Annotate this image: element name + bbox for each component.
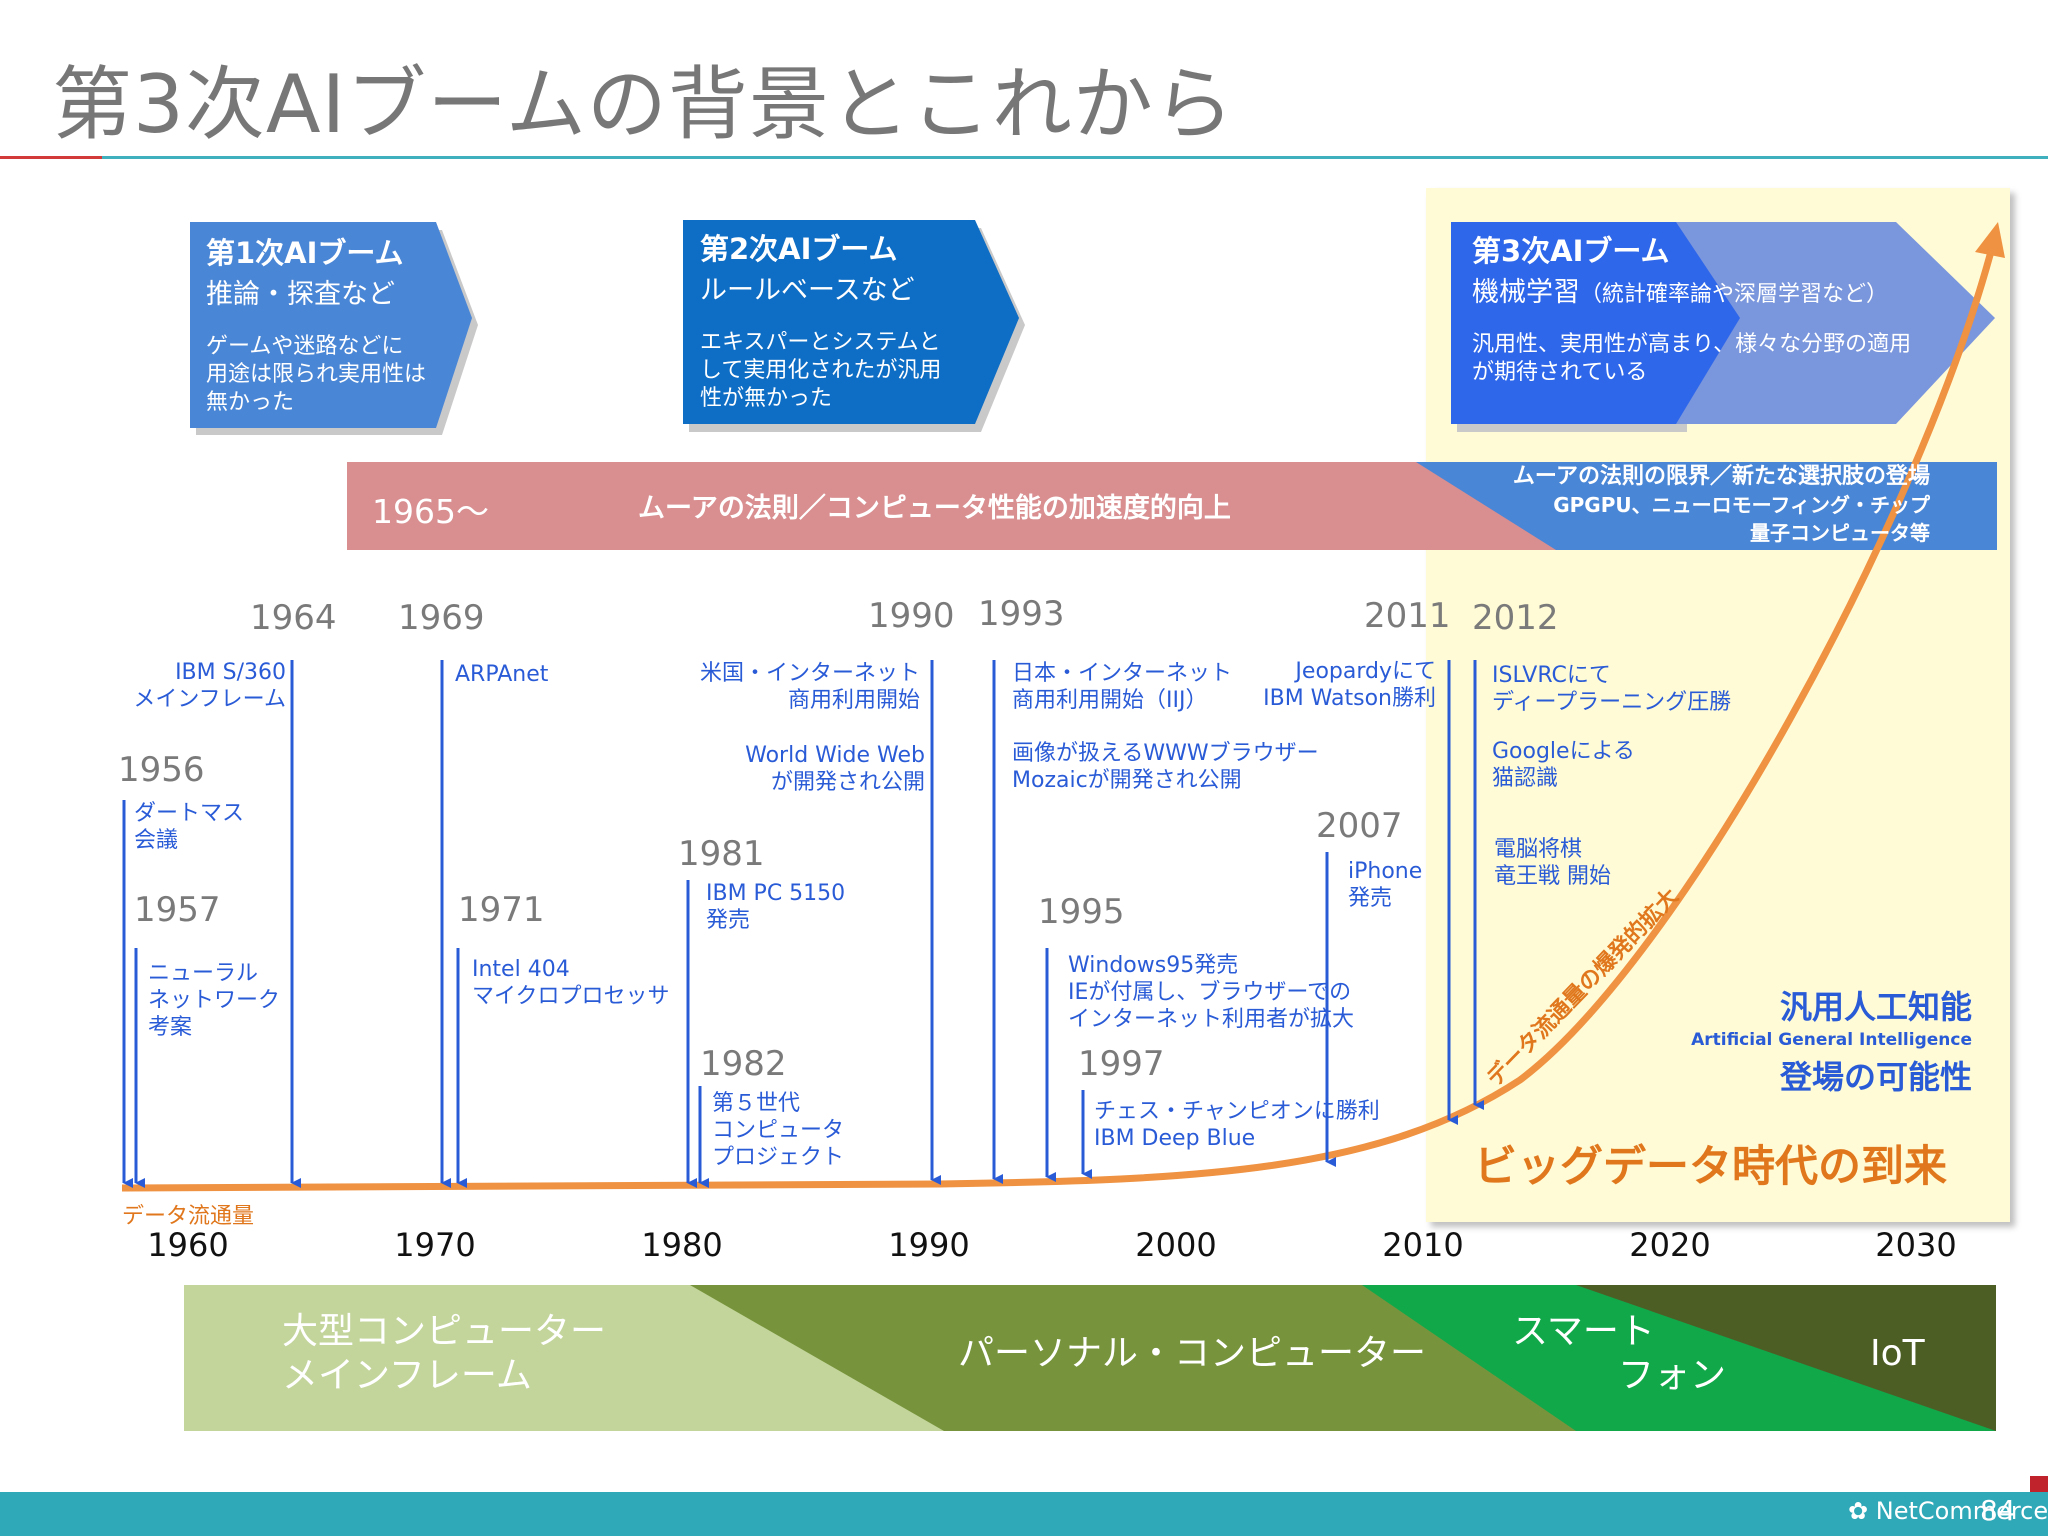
year-2007: 2007	[1316, 806, 1403, 846]
boom1-arrow	[190, 222, 472, 428]
year-1964: 1964	[250, 598, 337, 638]
decade-2000: 2000	[1135, 1226, 1217, 1264]
year-1981: 1981	[678, 834, 765, 874]
title-divider	[0, 156, 2048, 159]
decade-2010: 2010	[1382, 1226, 1464, 1264]
event-1982-text: 第５世代コンピュータプロジェクト	[712, 1091, 845, 1170]
moore-right-band	[1416, 462, 1997, 550]
boom2-arrow	[683, 220, 1019, 424]
moore-law-label: ムーアの法則／コンピュータ性能の加速度的向上	[638, 493, 1231, 524]
event-1993-text: 日本・インターネット商用利用開始（IIJ）	[1012, 661, 1233, 713]
boom3-description: 汎用性、実用性が高まり、様々な分野の適用が期待されている	[1472, 332, 1912, 385]
moore-limit-label: ムーアの法則の限界／新たな選択肢の登場 GPGPU、ニューロモーフィング・チップ…	[1512, 464, 1930, 545]
boom2-description: エキスパーとシステムとして実用化されたが汎用性が無かった	[700, 330, 942, 411]
moore-start-year: 1965～	[372, 492, 489, 531]
event-1956-text: ダートマス会議	[134, 801, 245, 853]
data-flow-curve	[121, 243, 1997, 1192]
event-2012-text-3: 電脳将棋竜王戦 開始	[1494, 837, 1611, 889]
year-1995: 1995	[1038, 892, 1125, 932]
boom3-title: 第3次AIブーム	[1472, 234, 1670, 268]
event-1957-text: ニューラルネットワーク考案	[148, 961, 281, 1040]
era-iot-label: IoT	[1870, 1333, 1925, 1374]
year-1982: 1982	[700, 1044, 787, 1084]
curve-arrowhead	[1975, 222, 2005, 258]
year-1993: 1993	[978, 594, 1065, 634]
logo-icon: ✿	[1848, 1497, 1869, 1525]
data-flow-label: データ流通量	[122, 1204, 255, 1229]
era-mainframe-label: 大型コンピューターメインフレーム	[282, 1311, 607, 1396]
era-iot	[1576, 1285, 1996, 1431]
event-2012-text: ISLVRCにてディープラーニング圧勝	[1492, 663, 1732, 715]
decade-1970: 1970	[394, 1226, 476, 1264]
year-1997: 1997	[1078, 1044, 1165, 1084]
year-1956: 1956	[118, 750, 205, 790]
boom2-subtitle: ルールベースなど	[700, 275, 915, 306]
decade-1980: 1980	[641, 1226, 723, 1264]
boom2-title: 第2次AIブーム	[700, 232, 898, 266]
decade-1990: 1990	[888, 1226, 970, 1264]
footer-bar	[0, 1492, 2048, 1536]
event-1990-text: 米国・インターネット商用利用開始	[699, 661, 920, 713]
year-1990: 1990	[868, 596, 955, 636]
year-1957: 1957	[134, 890, 221, 930]
boom3-arrow-front	[1451, 222, 1740, 424]
company-logo: ✿ NetCommerce	[1848, 1497, 2048, 1525]
year-2011: 2011	[1364, 596, 1451, 636]
footer-accent	[2030, 1476, 2048, 1492]
event-1969-text: ARPAnet	[455, 662, 549, 687]
year-2012: 2012	[1472, 598, 1559, 638]
decade-2020: 2020	[1629, 1226, 1711, 1264]
agi-label: 汎用人工知能 Artificial General Intelligence 登…	[1691, 988, 1972, 1096]
decade-1960: 1960	[147, 1226, 229, 1264]
boom3-box: 第3次AIブーム 機械学習（統計確率論や深層学習など） 汎用性、実用性が高まり、…	[1472, 228, 1911, 387]
era-smartphone-label: スマートフォン	[1512, 1311, 1727, 1396]
decade-2030: 2030	[1875, 1226, 1957, 1264]
title-divider-accent	[0, 156, 102, 159]
big-data-era-label: ビッグデータ時代の到来	[1474, 1142, 1947, 1192]
slide-title: 第3次AIブームの背景とこれから	[52, 58, 1235, 151]
boom1-description: ゲームや迷路などに用途は限られ実用性は無かった	[206, 334, 427, 415]
boom1-subtitle: 推論・探査など	[206, 279, 395, 310]
boom1-title: 第1次AIブーム	[206, 236, 404, 270]
page-number: 84	[1980, 1494, 2016, 1527]
year-1969: 1969	[398, 598, 485, 638]
boom3-subtitle: 機械学習（統計確率論や深層学習など）	[1472, 277, 1889, 308]
event-2012-text-2: Googleによる猫認識	[1492, 739, 1635, 791]
boom1-box: 第1次AIブーム 推論・探査など ゲームや迷路などに用途は限られ実用性は無かった	[206, 230, 426, 417]
era-pc-label: パーソナル・コンピューター	[958, 1333, 1427, 1374]
boom2-box: 第2次AIブーム ルールベースなど エキスパーとシステムとして実用化されたが汎用…	[700, 226, 941, 413]
year-1971: 1971	[458, 890, 545, 930]
